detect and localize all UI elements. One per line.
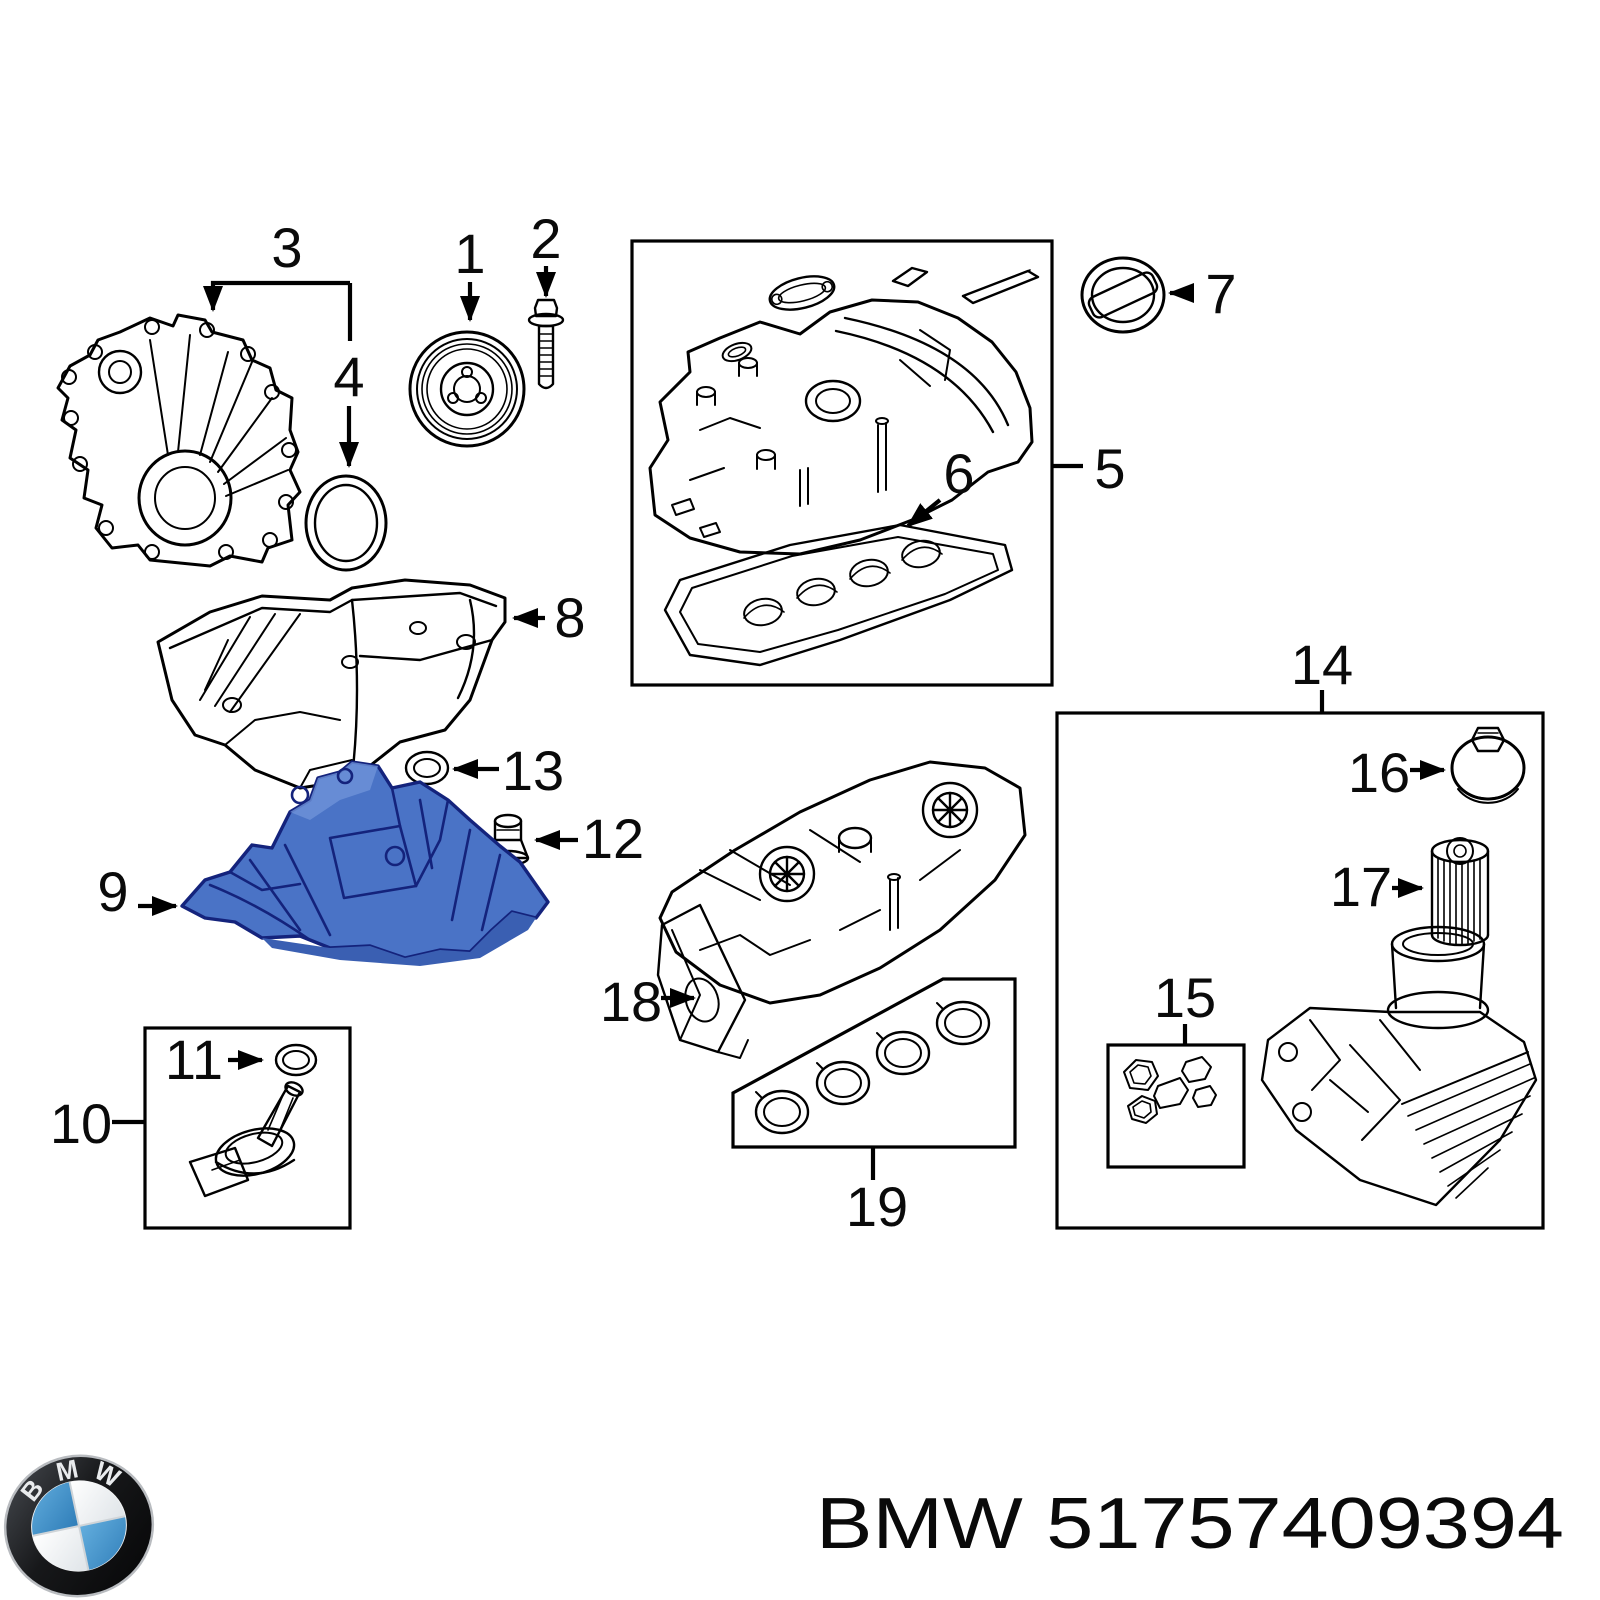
part-7-oil-filler-cap — [1080, 256, 1166, 334]
part-2-pulley-bolt — [527, 298, 565, 390]
callout-10-label: 10 — [50, 1092, 112, 1155]
callout-16-label: 16 — [1348, 741, 1410, 804]
callout-14-label: 14 — [1291, 633, 1353, 696]
callout-11-label: 11 — [165, 1028, 223, 1091]
part-15-seal-kit-box — [1106, 1043, 1246, 1169]
part-3-timing-cover — [56, 313, 302, 568]
callout-18-label: 18 — [600, 970, 662, 1033]
callout-17-label: 17 — [1330, 855, 1392, 918]
part-14-filter-housing-box — [1055, 711, 1545, 1230]
part-8-oil-pan — [156, 578, 507, 790]
callout-3-label: 3 — [271, 216, 302, 279]
part-5-valve-cover — [648, 298, 1034, 556]
part-10-box — [143, 1026, 352, 1230]
part-19-gasket-box — [731, 977, 1017, 1149]
callout-6-label: 6 — [943, 442, 974, 505]
part-number-text: BMW 51757409394 — [816, 1484, 1564, 1564]
callout-8-label: 8 — [554, 586, 585, 649]
callout-19-label: 19 — [846, 1175, 908, 1238]
callout-9-label: 9 — [97, 860, 128, 923]
filter-housing-illustration — [1260, 925, 1538, 1207]
part-5-valve-cover-box — [630, 239, 1054, 687]
callout-2-label: 2 — [530, 207, 561, 270]
part-10-oil-level-sensor — [188, 1081, 304, 1198]
callout-7-label: 7 — [1205, 262, 1236, 325]
part-18-intake-manifold — [656, 760, 1027, 1059]
part-9-acoustic-cover-highlighted — [180, 760, 550, 966]
part-1-crankshaft-pulley — [408, 330, 526, 448]
part-6-valve-cover-gasket — [663, 523, 1014, 667]
callout-5-label: 5 — [1094, 437, 1125, 500]
manifold-runner-flange — [656, 903, 749, 1059]
callout-4-label: 4 — [333, 345, 364, 408]
part-17-oil-filter-element — [1430, 837, 1490, 947]
callout-6-arrow — [906, 498, 942, 528]
part-11-oring — [274, 1043, 318, 1077]
part-16-filter-cap — [1450, 726, 1526, 804]
part-4-crankshaft-seal — [304, 474, 388, 572]
manifold-gasket-rings — [754, 1000, 991, 1135]
callout-12-label: 12 — [582, 807, 644, 870]
part-13-seal-ring — [404, 750, 450, 786]
valve-cover-small-gaskets — [768, 266, 1040, 311]
callout-15-label: 15 — [1154, 966, 1216, 1029]
bmw-logo: B M W — [3, 1453, 155, 1598]
callout-1-label: 1 — [454, 222, 485, 285]
callout-13-label: 13 — [502, 739, 564, 802]
callouts: 1 2 3 4 5 6 7 8 9 10 11 12 13 14 15 16 — [50, 207, 1446, 1238]
callout-3-bracket — [203, 280, 350, 312]
